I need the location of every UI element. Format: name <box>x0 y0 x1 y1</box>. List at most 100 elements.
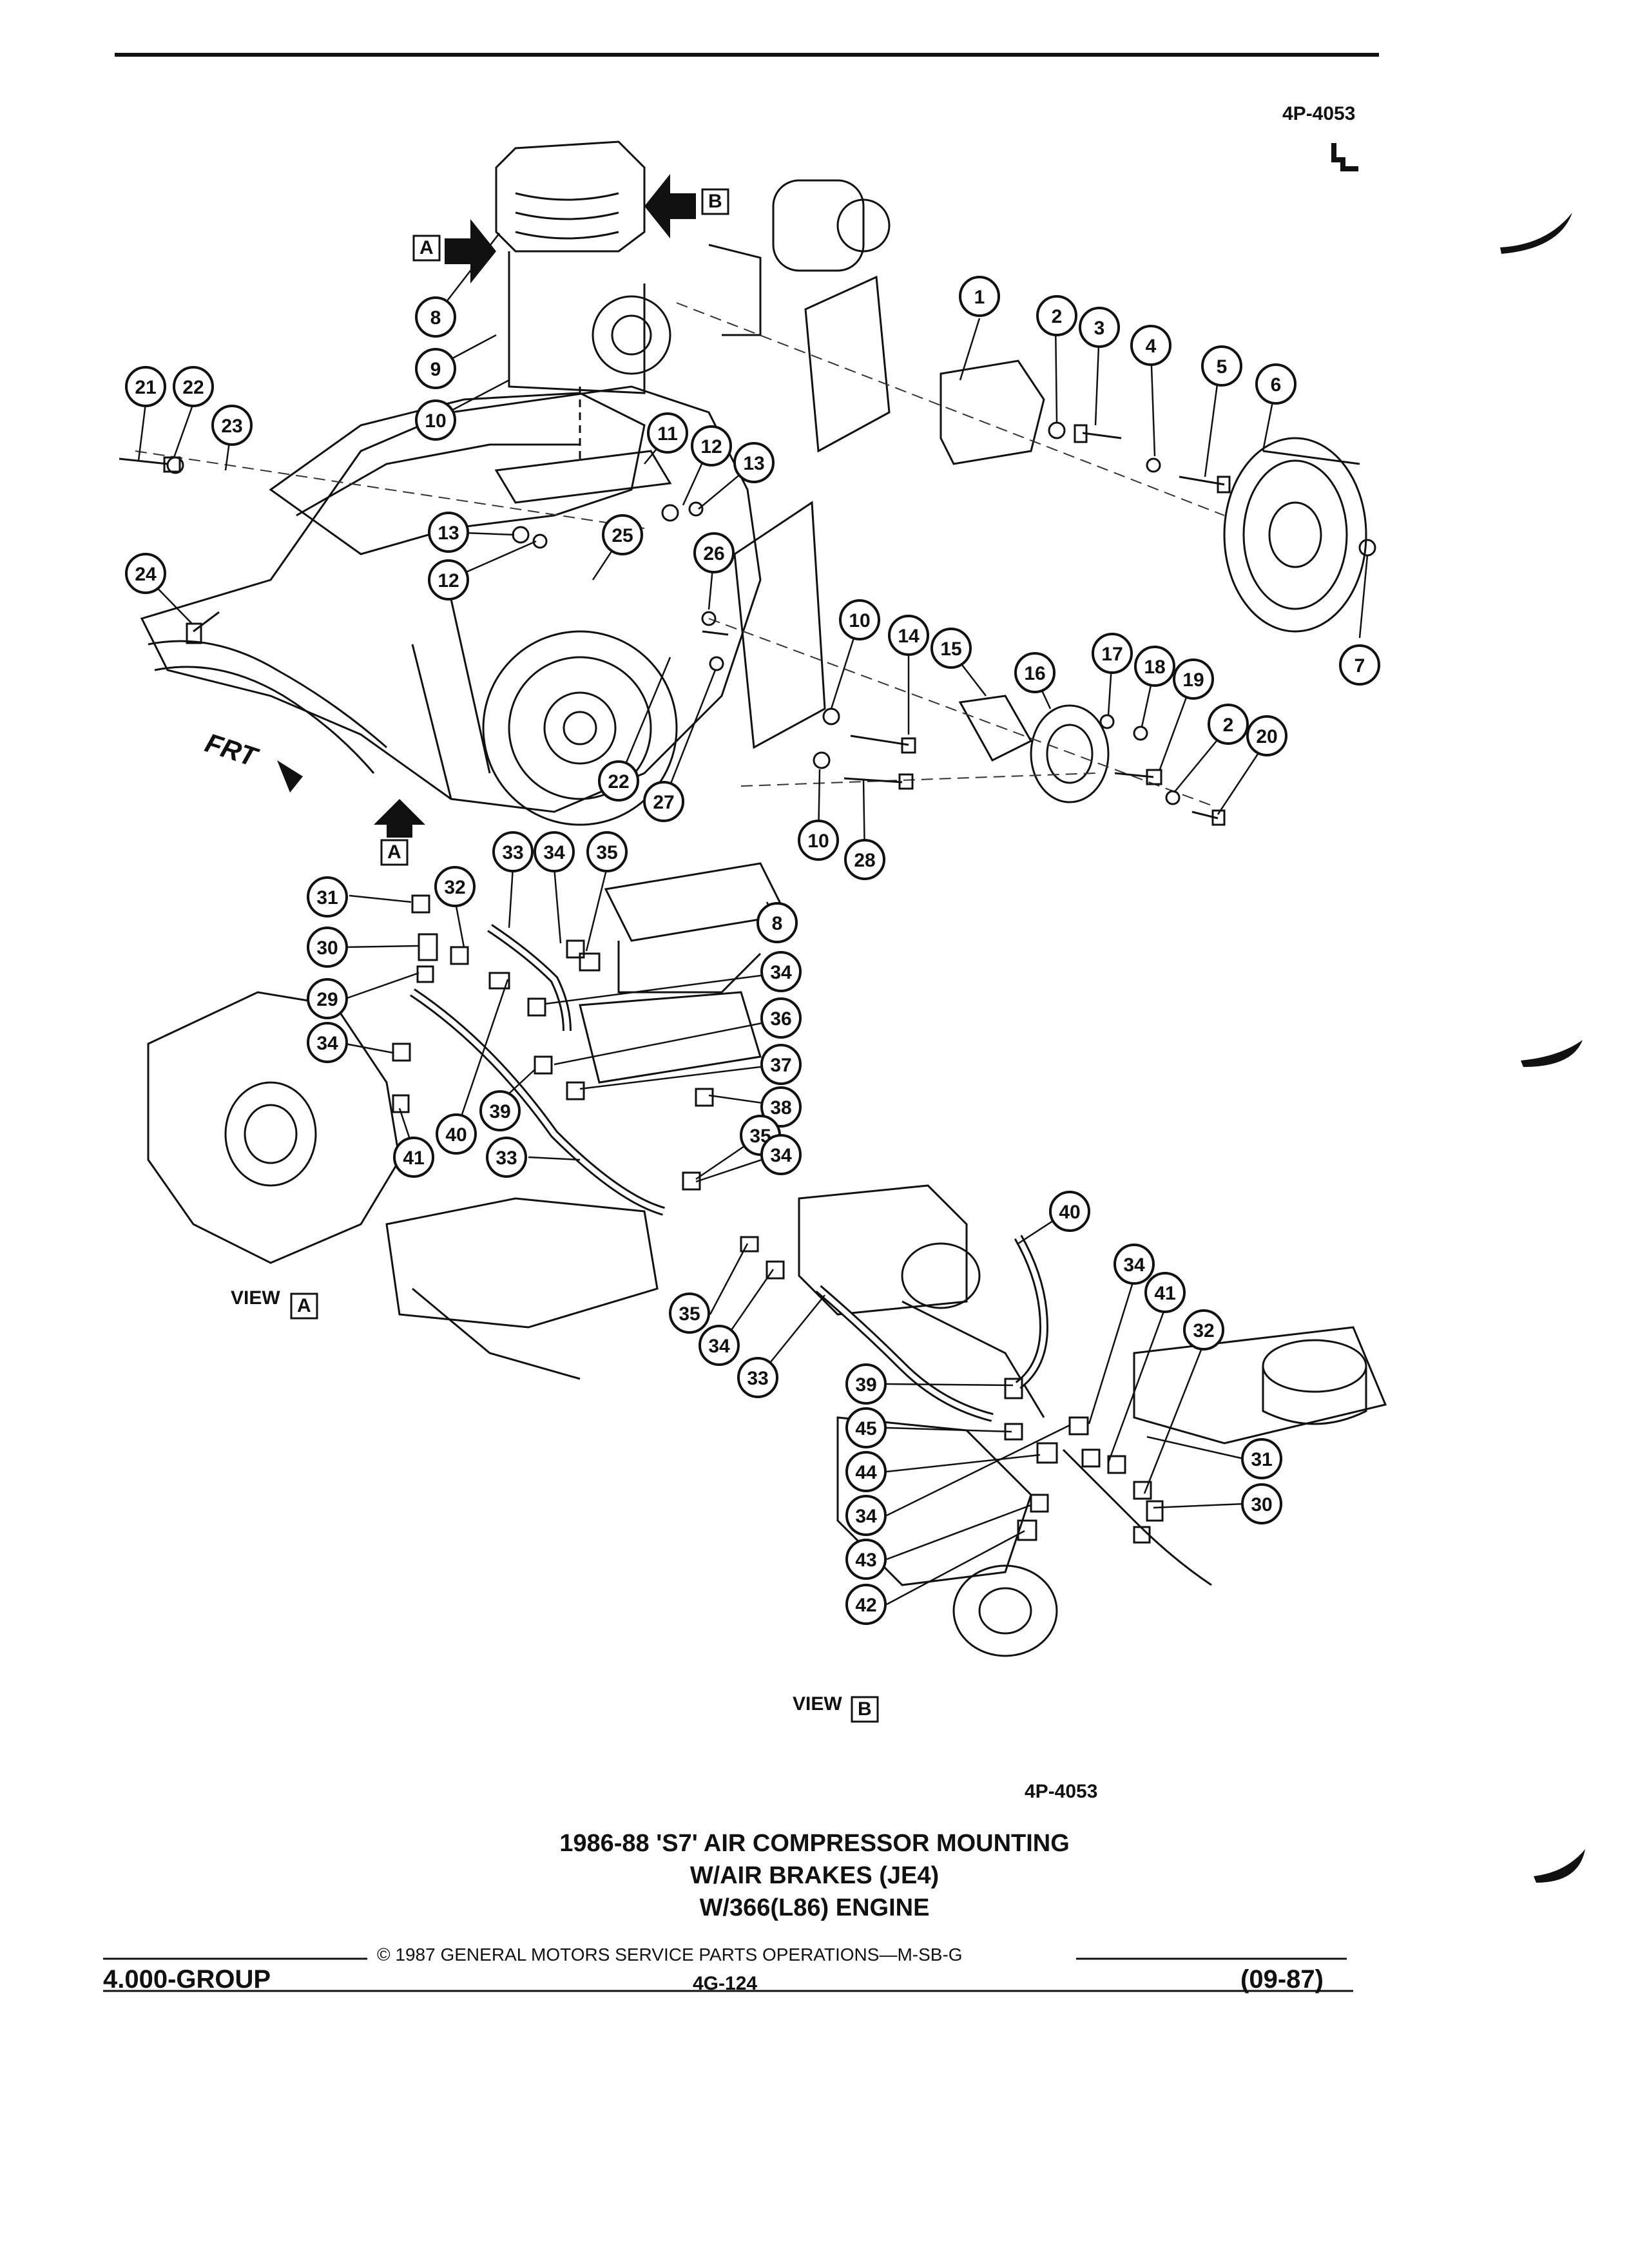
callout-45: 45 <box>845 1407 887 1448</box>
callout-circle <box>888 615 929 656</box>
callout-10: 10 <box>798 820 839 861</box>
callout-10: 10 <box>839 599 880 640</box>
page-number: 4G-124 <box>693 1973 758 1994</box>
callout-number: 13 <box>743 453 764 474</box>
binder-marks <box>1500 213 1585 1883</box>
ref-code-bottom: 4P-4053 <box>1025 1781 1098 1802</box>
view-b-box-letter-top: B <box>708 191 722 212</box>
callout-circle <box>415 399 456 441</box>
top-rule <box>115 53 1379 57</box>
callout-33: 33 <box>492 831 534 872</box>
callout-circle <box>1079 307 1120 348</box>
callout-circle <box>492 831 534 872</box>
callout-circle <box>1255 363 1296 405</box>
callout-3: 3 <box>1079 307 1120 348</box>
callout-circle <box>845 1451 887 1492</box>
callout-number: 33 <box>502 842 523 863</box>
callout-circle <box>699 1325 740 1366</box>
callout-number: 34 <box>770 962 792 983</box>
callout-circle <box>436 1113 477 1155</box>
callout-circle <box>1208 704 1249 745</box>
callout-number: 35 <box>679 1303 700 1325</box>
callout-number: 38 <box>770 1097 791 1119</box>
callout-6: 6 <box>1255 363 1296 405</box>
callout-circle <box>479 1090 521 1131</box>
diagram-title-line2: W/AIR BRAKES (JE4) <box>689 1862 940 1889</box>
callout-number: 29 <box>316 989 338 1010</box>
callout-2: 2 <box>1208 704 1249 745</box>
callout-27: 27 <box>643 781 684 822</box>
callout-circle <box>1241 1483 1282 1524</box>
callout-circle <box>760 1134 802 1175</box>
diagram-title-line1: 1986-88 'S7' AIR COMPRESSOR MOUNTING <box>559 1830 1070 1857</box>
callout-circle <box>733 442 775 483</box>
callout-circle <box>737 1357 778 1398</box>
callout-circle <box>1201 345 1242 387</box>
callout-circle <box>415 348 456 389</box>
callout-number: 35 <box>596 842 617 863</box>
callout-number: 15 <box>940 639 961 660</box>
callout-number: 36 <box>770 1008 791 1030</box>
callout-circle <box>428 512 469 553</box>
view-letter-boxes <box>290 188 879 1723</box>
callout-number: 34 <box>1123 1254 1145 1276</box>
callout-number: 23 <box>221 416 242 437</box>
callout-number: 34 <box>770 1145 792 1166</box>
callout-number: 24 <box>135 564 157 585</box>
callout-number: 4 <box>1146 336 1157 357</box>
callout-40: 40 <box>1049 1191 1090 1232</box>
callout-circle <box>845 1495 887 1536</box>
callout-34: 34 <box>760 1134 802 1175</box>
callout-38: 38 <box>760 1086 802 1128</box>
leader-lines <box>137 233 1369 1606</box>
callout-22: 22 <box>598 760 639 802</box>
callout-32: 32 <box>434 866 476 907</box>
callout-40: 40 <box>436 1113 477 1155</box>
callout-number: 34 <box>855 1506 877 1527</box>
callout-circle <box>839 599 880 640</box>
callout-39: 39 <box>845 1363 887 1405</box>
callout-number: 44 <box>855 1462 877 1483</box>
callout-circle <box>1183 1309 1224 1350</box>
callout-35: 35 <box>586 831 628 872</box>
callout-number: 31 <box>1251 1449 1272 1470</box>
callout-number: 34 <box>543 842 565 863</box>
callout-34: 34 <box>699 1325 740 1366</box>
callout-number: 18 <box>1144 657 1165 678</box>
callout-13: 13 <box>733 442 775 483</box>
callout-circle <box>691 425 732 466</box>
callout-number: 17 <box>1101 644 1123 665</box>
callout-number: 11 <box>657 423 678 445</box>
diagram-title-line3: W/366(L86) ENGINE <box>699 1894 930 1921</box>
callout-8: 8 <box>415 296 456 338</box>
callout-circle <box>602 514 643 555</box>
callout-23: 23 <box>211 405 253 446</box>
revision-date: (09-87) <box>1240 1965 1324 1994</box>
callout-number: 33 <box>496 1148 517 1169</box>
callout-9: 9 <box>415 348 456 389</box>
callout-circle <box>1339 644 1380 686</box>
callout-4: 4 <box>1130 325 1171 366</box>
callout-circle <box>428 559 469 601</box>
callout-number: 22 <box>182 377 204 398</box>
callout-16: 16 <box>1014 652 1055 693</box>
callout-number: 32 <box>1193 1320 1214 1341</box>
air-compressor-drawing <box>494 140 672 504</box>
callout-circle <box>643 781 684 822</box>
view-b-label: VIEW <box>793 1693 842 1715</box>
callout-circle <box>415 296 456 338</box>
callout-number: 12 <box>438 570 459 591</box>
callout-42: 42 <box>845 1584 887 1625</box>
callout-circle <box>669 1293 710 1334</box>
callout-circle <box>125 366 166 407</box>
callout-circle <box>598 760 639 802</box>
idler-pulley-drawing <box>958 695 1110 803</box>
callout-circle <box>1092 633 1133 674</box>
callout-circle <box>1173 658 1214 700</box>
callout-number: 21 <box>135 377 156 398</box>
view-a-label-letter: A <box>297 1295 311 1316</box>
callout-30: 30 <box>307 927 348 968</box>
callout-44: 44 <box>845 1451 887 1492</box>
callout-8: 8 <box>757 902 798 943</box>
callout-circle <box>1014 652 1055 693</box>
